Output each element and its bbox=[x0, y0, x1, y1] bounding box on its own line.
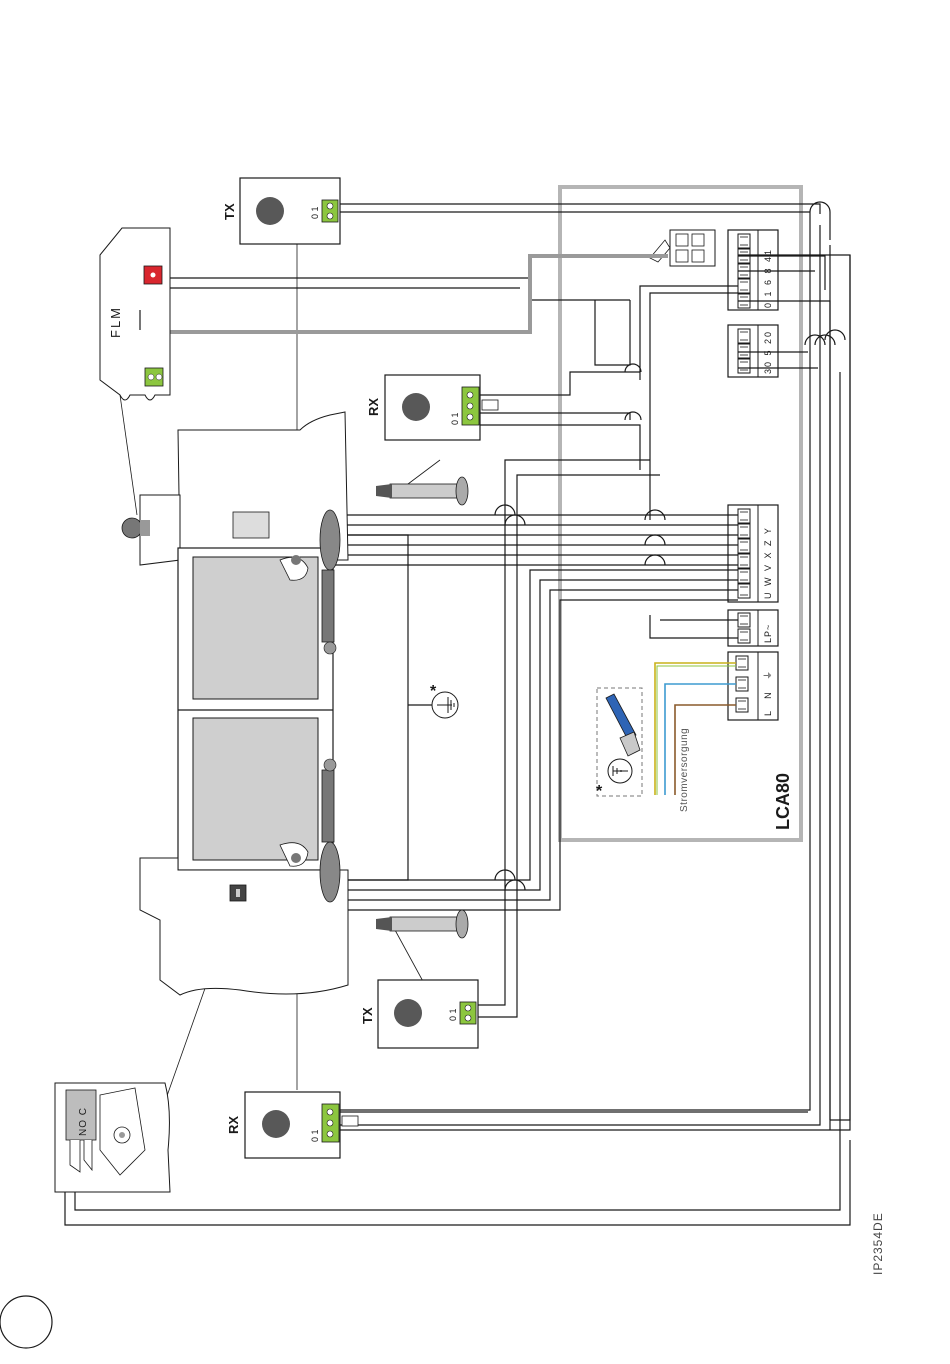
earth-detail-box: * bbox=[596, 688, 642, 800]
photocell-transmitter-bottom: 0 1 TX bbox=[360, 980, 478, 1048]
tx-top-label: TX bbox=[222, 203, 237, 220]
relay-module bbox=[650, 230, 715, 266]
gate-structure bbox=[122, 412, 348, 995]
earth-asterisk: * bbox=[430, 683, 437, 700]
flashing-lamp-icon bbox=[122, 518, 150, 538]
gate-leaf-bottom-panel bbox=[193, 718, 318, 860]
terminal-block-power-label: L N ⏚ bbox=[763, 666, 773, 716]
photocell-receiver-bottom: 0 1 RX bbox=[226, 1092, 358, 1158]
terminal-block-top-label: 0 1 6 8 41 bbox=[763, 248, 773, 308]
figure-code: IP2354DE bbox=[871, 1212, 885, 1275]
terminal-block-lamp: LP~ bbox=[728, 610, 778, 646]
key-selector-icon bbox=[230, 885, 246, 901]
page-marker bbox=[0, 1296, 52, 1348]
tx-bottom-terminal-label: 0 1 bbox=[448, 1008, 458, 1021]
power-supply-label: Stromversorgung bbox=[679, 728, 690, 812]
photocell-post-bottom bbox=[376, 910, 468, 938]
flm-label: FLM bbox=[108, 306, 123, 338]
terminal-block-lamp-label: LP~ bbox=[763, 624, 773, 643]
photocell-receiver-icon bbox=[262, 1110, 290, 1138]
tx-top-terminal-label: 0 1 bbox=[310, 206, 320, 219]
limit-switch-contacts-label: NO C bbox=[78, 1107, 89, 1136]
photocell-transmitter-icon bbox=[394, 999, 422, 1027]
rx-top-terminal-label: 0 1 bbox=[450, 412, 460, 425]
flm-gray-cable bbox=[164, 256, 668, 362]
rx-bottom-label: RX bbox=[226, 1116, 241, 1134]
terminal-block-top: 0 1 6 8 41 bbox=[728, 230, 778, 310]
photocell-transmitter-top: 0 1 TX bbox=[222, 178, 340, 244]
earth-symbol-icon bbox=[608, 759, 632, 783]
photocell-transmitter-icon bbox=[256, 197, 284, 225]
controller-label: LCA80 bbox=[773, 773, 793, 830]
photocell-receiver-icon bbox=[402, 393, 430, 421]
photocell-receiver-top: 0 1 RX bbox=[366, 375, 498, 440]
limit-switch-detail: NO C bbox=[55, 1083, 170, 1192]
rx-bottom-terminal-label: 0 1 bbox=[310, 1129, 320, 1142]
rx-top-label: RX bbox=[366, 398, 381, 416]
photocell-post-top bbox=[376, 477, 468, 505]
terminal-block-accessory: 30 5 20 bbox=[728, 325, 778, 377]
earth-detail-asterisk: * bbox=[596, 783, 603, 800]
power-supply-wires bbox=[655, 663, 736, 795]
flashing-lamp-unit: FLM bbox=[100, 228, 170, 400]
tx-bottom-label: TX bbox=[360, 1007, 375, 1024]
terminal-block-motor: U W V X Z Y bbox=[728, 505, 778, 602]
terminal-block-motor-label: U W V X Z Y bbox=[763, 526, 773, 599]
